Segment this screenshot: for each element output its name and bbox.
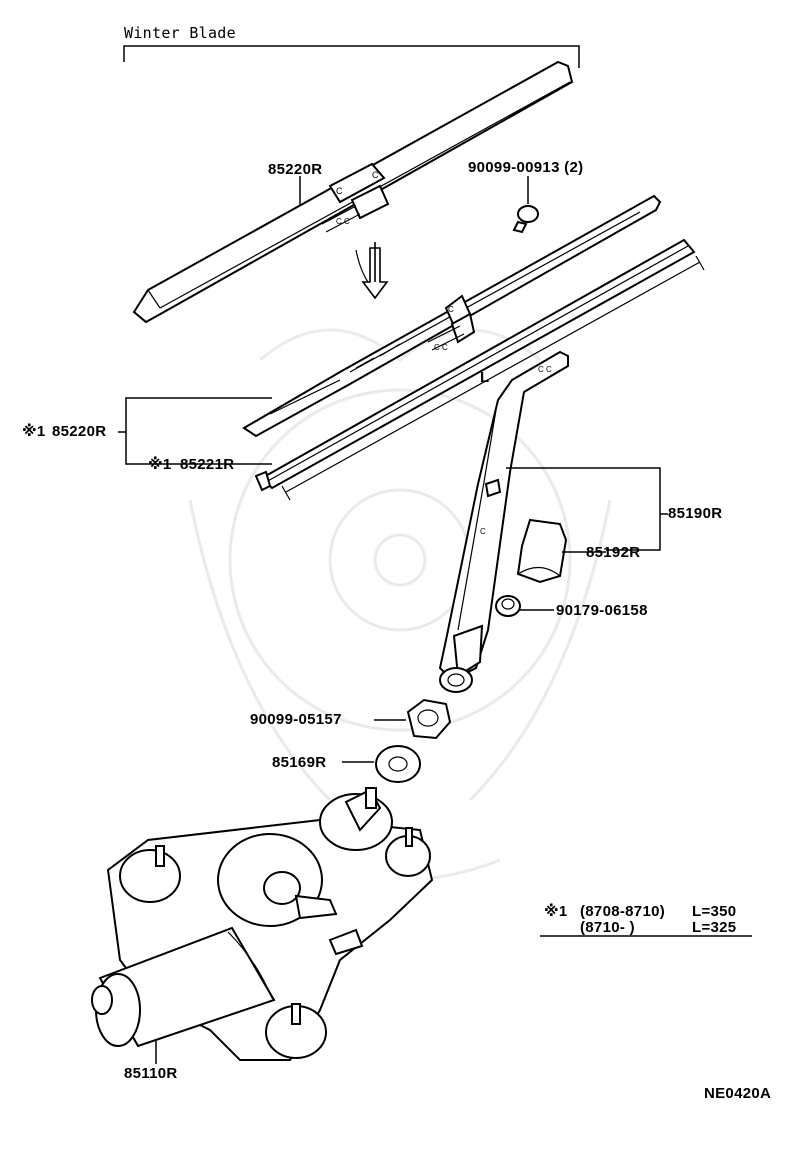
note-row1-range: (8708-8710) xyxy=(580,903,666,920)
diagram-code: NE0420A xyxy=(704,1085,772,1102)
blade-rubber-drawing xyxy=(254,238,696,492)
label-screw: 90099-00913 (2) xyxy=(468,159,584,176)
label-rubber: 85221R xyxy=(180,456,235,473)
winter-blade-title: Winter Blade xyxy=(124,24,236,42)
wiper-blade-drawing: C C C xyxy=(242,194,662,438)
label-washer: 85169R xyxy=(272,754,327,771)
arm-bracket xyxy=(506,467,661,551)
label-winter-blade: 85220R xyxy=(268,161,323,178)
note-row1-length: L=350 xyxy=(692,903,737,920)
arm-cap-drawing xyxy=(516,518,606,584)
label-arm: 85190R xyxy=(668,505,723,522)
note-row2-length: L=325 xyxy=(692,919,737,936)
label-bush: 90179-06158 xyxy=(556,602,648,619)
wiper-arm-drawing: C C C xyxy=(438,350,569,693)
svg-text:C C: C C xyxy=(434,343,448,352)
bush-drawing xyxy=(495,595,554,617)
label-rubber-note: ※1 xyxy=(148,456,172,473)
label-nut: 90099-05157 xyxy=(250,711,342,728)
watermark-emblem xyxy=(188,328,612,882)
label-motor: 85110R xyxy=(124,1065,178,1082)
label-cap: 85192R xyxy=(586,544,641,561)
svg-text:C C: C C xyxy=(336,217,350,226)
label-length: L xyxy=(480,369,490,386)
winter-blade-drawing: C C C C xyxy=(132,60,574,324)
svg-text:C: C xyxy=(448,305,454,314)
label-blade: 85220R xyxy=(52,423,107,440)
wiper-motor-drawing xyxy=(91,787,434,1064)
note-mark: ※1 xyxy=(544,903,568,920)
svg-text:C: C xyxy=(372,170,379,180)
screw-drawing xyxy=(512,176,539,234)
label-blade-note: ※1 xyxy=(22,423,46,440)
washer-drawing xyxy=(342,745,421,783)
length-dimension xyxy=(281,255,705,501)
arrow-icon xyxy=(355,242,389,300)
svg-text:C C: C C xyxy=(538,365,552,374)
blade-bracket xyxy=(125,397,272,465)
winter-blade-bracket xyxy=(123,45,580,68)
note-row2-range: (8710- ) xyxy=(580,919,635,936)
svg-text:C: C xyxy=(480,527,486,536)
svg-text:C: C xyxy=(336,186,343,196)
nut-drawing xyxy=(374,698,452,740)
